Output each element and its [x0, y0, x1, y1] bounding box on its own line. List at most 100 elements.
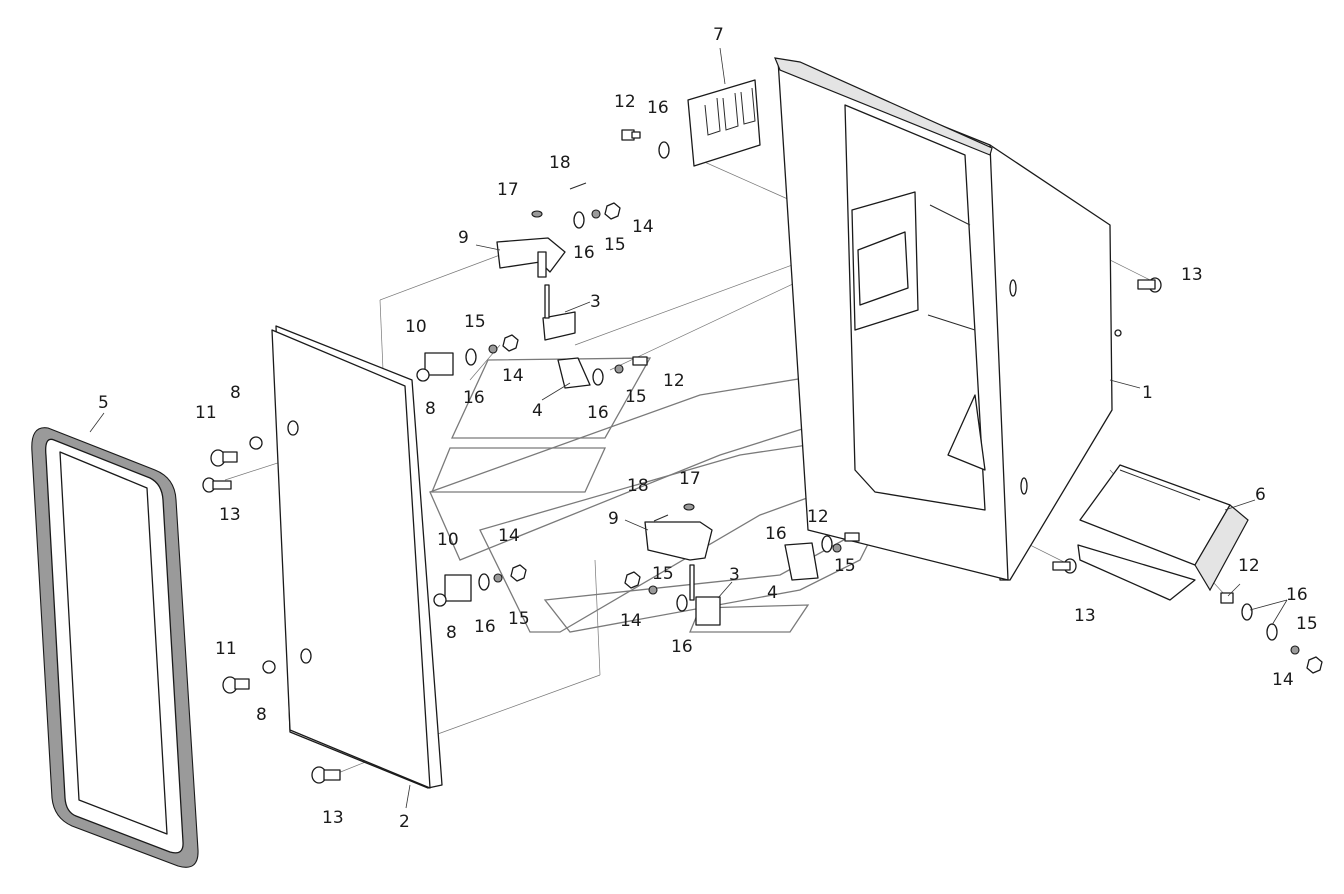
- callout-c17a: 17: [497, 180, 519, 200]
- callout-c15f: 15: [508, 609, 530, 629]
- callout-c13a: 13: [219, 505, 241, 525]
- bolt-11-top: [210, 449, 238, 467]
- callout-c13b: 13: [322, 808, 344, 828]
- callout-c10a: 10: [405, 317, 427, 337]
- callout-c15e: 15: [834, 556, 856, 576]
- callout-c3b: 3: [729, 565, 740, 585]
- bolt-13-right-bottom: [1052, 558, 1077, 574]
- callout-c14a: 14: [632, 217, 654, 237]
- callout-c16h: 16: [1286, 585, 1308, 605]
- lockwasher-15-g: [1290, 645, 1300, 655]
- callout-c16e: 16: [474, 617, 496, 637]
- lockwasher-15-d: [493, 573, 503, 583]
- washer-16-i: [1266, 623, 1278, 641]
- plate-10-lower: [444, 574, 472, 602]
- callout-c9a: 9: [458, 228, 469, 248]
- washer-16-h: [1241, 603, 1253, 621]
- washer-16-a: [658, 141, 670, 159]
- callout-c17b: 17: [679, 469, 701, 489]
- callout-c5: 5: [98, 393, 109, 413]
- washer-8-c: [433, 593, 447, 607]
- callout-c12c: 12: [807, 507, 829, 527]
- callout-c11b: 11: [215, 639, 237, 659]
- door-hole-top: [287, 420, 299, 436]
- housing-top-flange: [774, 57, 993, 156]
- callout-c8a: 8: [230, 383, 241, 403]
- nut-14-c: [510, 564, 527, 582]
- nut-14-b: [502, 334, 519, 352]
- leader-lines: [89, 47, 1288, 809]
- hinge-4-lower: [784, 542, 819, 581]
- callout-c15b: 15: [464, 312, 486, 332]
- callout-c10b: 10: [437, 530, 459, 550]
- bolt-12-right: [1220, 592, 1234, 604]
- callout-c8c: 8: [446, 623, 457, 643]
- washer-16-e: [478, 573, 490, 591]
- hinge-pin-upper: [537, 251, 547, 278]
- callout-c4a: 4: [532, 401, 543, 421]
- housing-slot-upper: [1009, 279, 1017, 297]
- bolt-12-mid: [632, 356, 648, 366]
- callout-c8d: 8: [256, 705, 267, 725]
- callout-c2: 2: [399, 812, 410, 832]
- hinge-bracket-9-upper: [496, 237, 566, 273]
- lockwasher-15-a: [591, 209, 601, 219]
- nut-14-e: [1306, 656, 1323, 674]
- hinge-leaf-3-lower: [695, 596, 721, 626]
- callout-c4b: 4: [767, 583, 778, 603]
- hinge-rod-upper: [544, 284, 550, 319]
- lockwasher-15-e: [648, 585, 658, 595]
- washer-8-b: [416, 368, 430, 382]
- callout-c16b: 16: [573, 243, 595, 263]
- callout-c6: 6: [1255, 485, 1266, 505]
- lockwasher-15-b: [488, 344, 498, 354]
- bolt-13-right-top: [1137, 277, 1162, 293]
- callout-c15a: 15: [604, 235, 626, 255]
- lockwasher-15-f: [832, 543, 842, 553]
- callout-c13c: 13: [1181, 265, 1203, 285]
- pin-18-upper: [569, 182, 587, 190]
- seal-frame-part-5: [31, 427, 199, 868]
- washer-16-b: [573, 211, 585, 229]
- bolt-13-bottom: [311, 766, 341, 784]
- hinge-bracket-9-lower: [644, 521, 713, 561]
- hinge-4-upper: [557, 357, 591, 389]
- bolt-11-bottom: [222, 676, 250, 694]
- nut-14-a: [604, 202, 621, 220]
- callout-c15c: 15: [625, 387, 647, 407]
- callout-c14b: 14: [502, 366, 524, 386]
- housing-inner-screen: [857, 231, 909, 306]
- callout-c11a: 11: [195, 403, 217, 423]
- frame-outline-upper-1: [450, 357, 652, 439]
- washer-16-f: [676, 594, 688, 612]
- callout-c18b: 18: [627, 476, 649, 496]
- callout-c14e: 14: [1272, 670, 1294, 690]
- callout-c13d: 13: [1074, 606, 1096, 626]
- callout-c16g: 16: [765, 524, 787, 544]
- washer-8-d: [262, 660, 276, 674]
- housing-slot-lower: [1020, 477, 1028, 495]
- pin-17-upper: [531, 210, 543, 218]
- callout-c12d: 12: [1238, 556, 1260, 576]
- lockwasher-15-c: [614, 364, 624, 374]
- callout-c14d: 14: [620, 611, 642, 631]
- frame-outline-upper-2: [431, 447, 607, 493]
- washer-16-c: [465, 348, 477, 366]
- door-hole-bottom: [300, 648, 312, 664]
- frame-outline-lower-2: [689, 604, 810, 633]
- fasteners: [202, 129, 1323, 784]
- pin-17-lower: [683, 503, 695, 511]
- callout-c12a: 12: [614, 92, 636, 112]
- callout-c14c: 14: [498, 526, 520, 546]
- plate-10-upper: [424, 352, 454, 376]
- hinge-rod-lower: [689, 564, 695, 601]
- bracket-part-6: [1077, 464, 1249, 601]
- callout-c3a: 3: [590, 292, 601, 312]
- washer-16-g: [821, 535, 833, 553]
- callout-c16f: 16: [671, 637, 693, 657]
- seal-frame-opening: [59, 451, 168, 835]
- callout-c15g: 15: [1296, 614, 1318, 634]
- hinge-parts: [424, 237, 819, 626]
- bolt-12-top: [621, 129, 641, 141]
